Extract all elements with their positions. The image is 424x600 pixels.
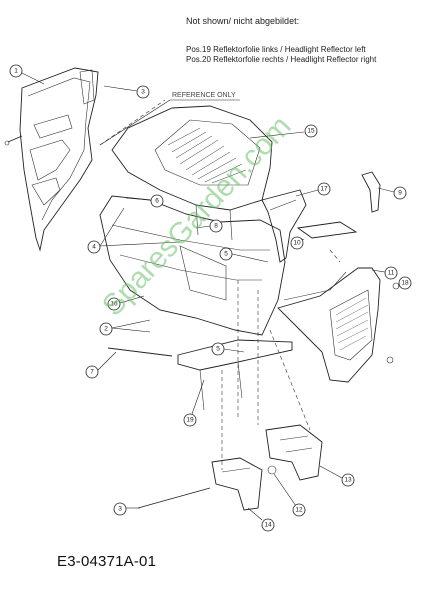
- bracket-part-18: [177, 339, 293, 411]
- rod-part-7: [107, 347, 173, 357]
- svg-text:9: 9: [398, 190, 402, 197]
- svg-text:8: 8: [214, 223, 218, 230]
- callout-13: 13: [319, 465, 355, 487]
- callout-10: 10: [290, 236, 305, 250]
- reference-leader: [99, 99, 171, 146]
- svg-text:7: 7: [90, 369, 94, 376]
- callout-4: 4: [87, 207, 181, 254]
- callout-8: 8: [195, 219, 223, 233]
- svg-text:14: 14: [264, 522, 272, 529]
- callout-17: 17: [295, 182, 331, 197]
- callout-15: 15: [249, 124, 318, 139]
- svg-text:10: 10: [293, 240, 301, 247]
- reflector-part-9: [361, 171, 381, 213]
- svg-text:11: 11: [388, 270, 395, 277]
- drawing-code: E3-04371A-01: [57, 553, 157, 570]
- svg-text:3: 3: [141, 89, 145, 96]
- trim-strip-part-17: [261, 189, 307, 263]
- hood-top-part-15: [111, 105, 273, 241]
- svg-text:3: 3: [118, 506, 122, 513]
- callout-9: 9: [377, 186, 407, 200]
- callout-5-lower: 5: [211, 342, 245, 356]
- pin-part-3: [137, 487, 211, 509]
- callout-11: 11: [371, 266, 398, 280]
- callout-3-top: 3: [103, 85, 150, 99]
- svg-text:13: 13: [344, 477, 352, 484]
- svg-text:1: 1: [14, 68, 18, 75]
- svg-text:4: 4: [92, 244, 96, 251]
- bracket-part-13: [265, 424, 323, 481]
- svg-text:15: 15: [307, 128, 315, 135]
- side-panel-part-1: [4, 67, 99, 252]
- callout-12: 12: [273, 473, 306, 517]
- not-shown-line-pos19: Pos.19 Reflektorfolie links / Headlight …: [186, 45, 366, 54]
- callout-7: 7: [85, 351, 117, 379]
- callout-1: 1: [9, 64, 45, 85]
- hood-body-part-16: [99, 195, 286, 336]
- svg-text:5: 5: [224, 251, 228, 258]
- callout-18: 18: [398, 276, 412, 290]
- callout-14: 14: [247, 507, 275, 532]
- svg-text:19: 19: [186, 417, 194, 424]
- svg-text:2: 2: [104, 326, 108, 333]
- callout-6: 6: [125, 194, 164, 208]
- reflector-part-10: [296, 221, 358, 239]
- svg-text:5: 5: [216, 346, 220, 353]
- svg-text:6: 6: [155, 198, 159, 205]
- svg-text:17: 17: [320, 186, 328, 193]
- washer-part-12: [267, 465, 277, 475]
- callout-2: 2: [99, 319, 151, 336]
- svg-text:18: 18: [401, 280, 409, 287]
- bracket-part-14: [211, 457, 263, 511]
- assembly-dashed-lines: [99, 99, 341, 470]
- svg-text:12: 12: [295, 507, 303, 514]
- callout-5-upper: 5: [219, 247, 269, 263]
- callout-16: 16: [107, 295, 145, 311]
- svg-text:16: 16: [110, 301, 118, 308]
- not-shown-title: Not shown/ nicht abgebildet:: [186, 16, 300, 26]
- callout-3-bottom: 3: [113, 502, 140, 516]
- callout-19: 19: [183, 379, 205, 427]
- front-grille-part-11: [277, 267, 400, 383]
- not-shown-line-pos20: Pos.20 Reflektorfolie rechts / Headlight…: [186, 55, 377, 64]
- reference-only-label: REFERENCE ONLY: [172, 92, 236, 99]
